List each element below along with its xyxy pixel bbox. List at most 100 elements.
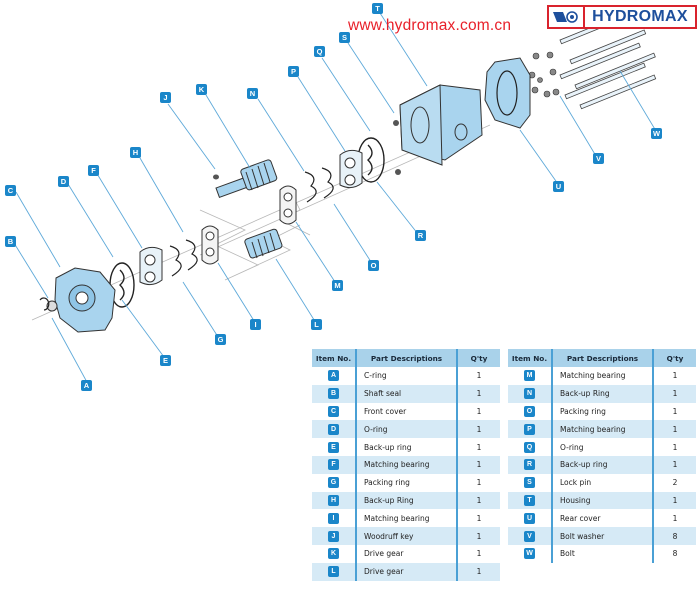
item-badge: J	[328, 530, 339, 542]
callout-b: B	[5, 236, 16, 247]
callout-f: F	[88, 165, 99, 176]
item-badge: W	[524, 548, 535, 560]
part-description: Rear cover	[551, 509, 654, 528]
table-header-row: Item No. Part Descriptions Q'ty	[312, 349, 500, 367]
drive-gear-part-l	[244, 228, 283, 259]
part-description: Matching bearing	[355, 455, 458, 474]
part-qty: 1	[653, 455, 696, 474]
part-qty: 1	[457, 455, 500, 474]
part-qty: 1	[672, 442, 678, 452]
matching-bearing-part-p	[339, 149, 363, 189]
part-qty: 8	[672, 549, 678, 559]
part-description: O-ring	[551, 438, 654, 456]
lock-pins-part-s	[393, 120, 401, 175]
part-qty: 1	[672, 406, 678, 416]
item-badge: B	[328, 388, 339, 400]
part-qty: 1	[476, 549, 482, 559]
part-qty: 1	[653, 420, 696, 439]
part-description: Back-up Ring	[355, 491, 458, 510]
part-qty: 1	[457, 384, 500, 403]
callout-i: I	[250, 319, 261, 330]
item-badge: K	[328, 548, 339, 560]
hydromax-logo: HYDROMAX	[547, 5, 697, 29]
part-description: Matching bearing	[355, 509, 458, 528]
item-badge: Q	[524, 441, 535, 453]
website-url[interactable]: www.hydromax.com.cn	[348, 17, 512, 34]
callout-j: J	[160, 92, 171, 103]
header-part-descriptions: Part Descriptions	[355, 349, 458, 367]
part-description: Drive gear	[355, 544, 458, 563]
table-row: U Rear cover 1	[508, 509, 696, 528]
brand-name: HYDROMAX	[592, 8, 688, 25]
callout-v: V	[593, 153, 604, 164]
part-description: Housing	[551, 491, 654, 510]
part-description: Drive gear	[355, 562, 458, 581]
matching-bearing-part-f	[139, 246, 163, 286]
item-badge: H	[328, 494, 339, 506]
housing-part-t	[399, 84, 483, 166]
table-row: G Packing ring 1	[312, 473, 500, 492]
part-description: Back-up ring	[551, 455, 654, 474]
part-description: O-ring	[355, 420, 458, 439]
callout-u: U	[553, 181, 564, 192]
woodruff-key-part-j	[213, 174, 219, 180]
part-description: Packing ring	[355, 473, 458, 492]
part-description: Packing ring	[551, 402, 654, 421]
matching-bearing-part-m	[279, 185, 297, 225]
callout-w: W	[651, 128, 662, 139]
part-qty: 1	[476, 478, 482, 488]
part-description: Matching bearing	[551, 367, 654, 385]
part-qty: 1	[476, 513, 482, 523]
rings-part-n-o	[304, 167, 334, 203]
callout-e: E	[160, 355, 171, 366]
part-description: Matching bearing	[551, 420, 654, 439]
item-badge: P	[524, 423, 535, 435]
table-row: W Bolt 8	[508, 544, 696, 563]
callout-o: O	[368, 260, 379, 271]
callout-l: L	[311, 319, 322, 330]
rear-cover-part-u	[484, 57, 531, 129]
callout-d: D	[58, 176, 69, 187]
item-badge: L	[328, 566, 339, 578]
item-badge: A	[328, 370, 339, 382]
item-badge: M	[524, 370, 535, 382]
callout-c: C	[5, 185, 16, 196]
item-badge: G	[328, 477, 339, 489]
callout-k: K	[196, 84, 207, 95]
part-qty: 1	[672, 513, 678, 523]
callout-p: P	[288, 66, 299, 77]
part-description: Bolt	[551, 544, 654, 563]
callout-n: N	[247, 88, 258, 99]
item-badge: U	[524, 512, 535, 524]
part-description: Lock pin	[551, 473, 654, 492]
part-description: Woodruff key	[355, 527, 458, 545]
parts-table-right: Item No. Part Descriptions Q'ty M Matchin…	[508, 349, 696, 563]
part-description: Front cover	[355, 402, 458, 421]
part-qty: 1	[653, 384, 696, 403]
header-qty: Q'ty	[653, 349, 696, 367]
part-qty: 1	[653, 491, 696, 510]
item-badge: T	[524, 494, 535, 506]
front-cover-part-c	[54, 267, 116, 333]
table-header-row: Item No. Part Descriptions Q'ty	[508, 349, 696, 367]
part-qty: 2	[672, 478, 678, 488]
callout-m: M	[332, 280, 343, 291]
part-qty: 1	[476, 406, 482, 416]
part-qty: 1	[476, 371, 482, 381]
drive-gear-part-k	[215, 159, 278, 199]
item-badge: D	[328, 423, 339, 435]
